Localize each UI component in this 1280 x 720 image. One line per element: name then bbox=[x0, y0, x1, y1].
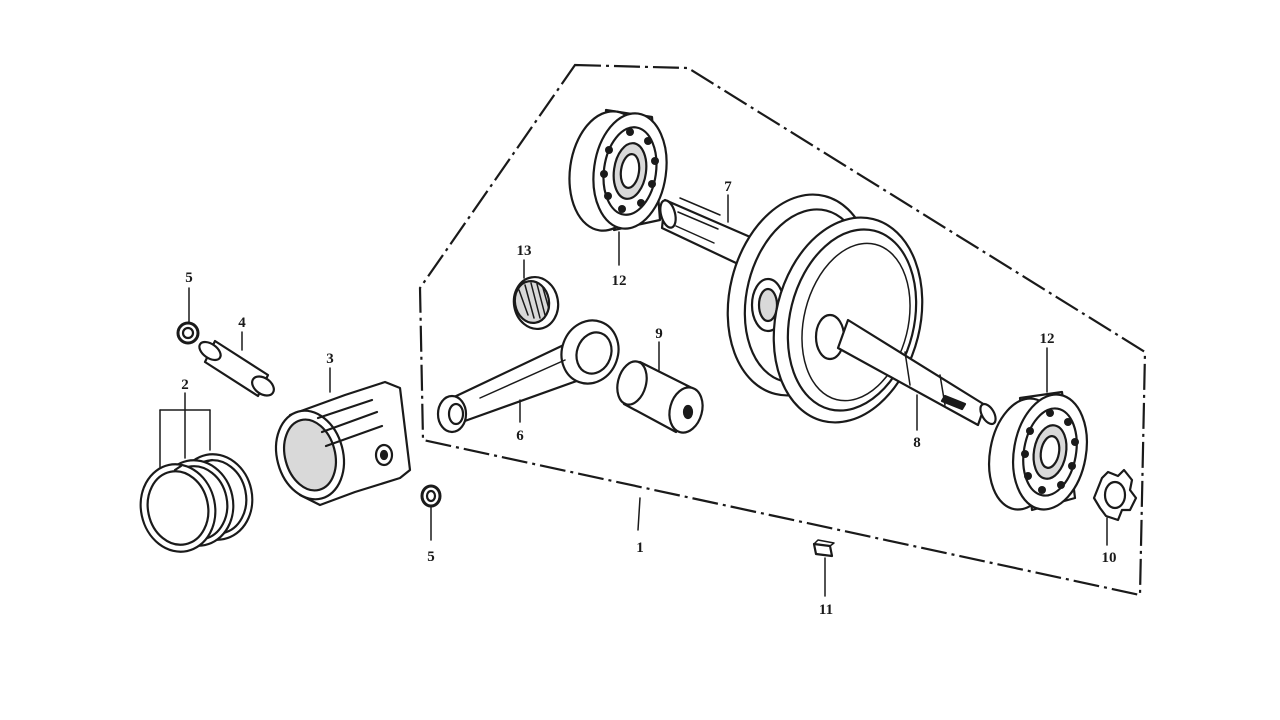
lock-washer bbox=[1092, 468, 1138, 522]
piston-rings bbox=[139, 453, 254, 553]
callout-3: 3 bbox=[326, 351, 334, 367]
callout-8: 8 bbox=[913, 435, 921, 451]
piston-pin bbox=[198, 339, 275, 398]
callout-5-lower: 5 bbox=[427, 549, 435, 565]
callout-12-lower: 12 bbox=[1040, 331, 1055, 347]
needle-bearing bbox=[512, 276, 560, 330]
piston-pin-clip-upper bbox=[176, 321, 200, 345]
crankshaft bbox=[659, 193, 997, 427]
assembly-boundary bbox=[418, 63, 1147, 597]
connecting-rod bbox=[436, 319, 620, 434]
callout-7: 7 bbox=[724, 179, 732, 195]
leader-lines bbox=[159, 194, 1108, 597]
callout-1: 1 bbox=[636, 540, 644, 556]
woodruff-key bbox=[812, 539, 835, 558]
piston bbox=[274, 380, 412, 507]
crank-pin bbox=[616, 360, 704, 434]
callout-4: 4 bbox=[238, 315, 246, 331]
callout-11: 11 bbox=[819, 602, 833, 618]
callout-10: 10 bbox=[1102, 550, 1117, 566]
callout-2: 2 bbox=[181, 377, 189, 393]
callout-13: 13 bbox=[517, 243, 532, 259]
crank-bearing-upper bbox=[568, 108, 668, 232]
callout-6: 6 bbox=[516, 428, 524, 444]
piston-pin-clip-lower bbox=[420, 484, 442, 508]
callout-12-upper: 12 bbox=[612, 273, 627, 289]
callout-9: 9 bbox=[655, 326, 663, 342]
crank-bearing-lower bbox=[988, 390, 1088, 512]
callout-5-upper: 5 bbox=[185, 270, 193, 286]
